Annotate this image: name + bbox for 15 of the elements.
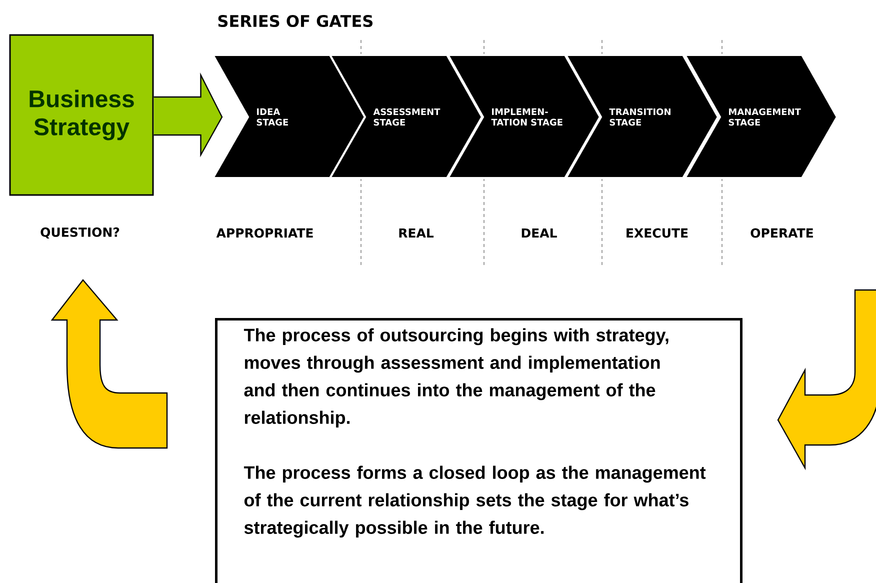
stage-label: REAL bbox=[399, 228, 434, 238]
stage-panel: IDEA STAGE bbox=[211, 54, 366, 179]
stage-label: QUESTION? bbox=[40, 227, 120, 239]
stage-label: DEAL bbox=[522, 228, 557, 238]
block-arrow bbox=[153, 72, 223, 158]
title: SERIES OF GATES bbox=[218, 14, 373, 28]
stage-panel: IMPLEMEN- TATION STAGE bbox=[446, 54, 602, 179]
stage-panel: ASSESSMENT STAGE bbox=[328, 54, 484, 179]
stage-label: APPROPRIATE bbox=[216, 228, 313, 238]
stage-label: OPERATE bbox=[750, 228, 813, 238]
text-box: The process of outsourcing begins with strategy, moves through assessment and implementation and then continues into the management of the relationship. The process forms a closed loop as the management of the current relationship sets the stage for what’s strategically possible in the future. bbox=[215, 318, 742, 583]
strategy-box: Business Strategy bbox=[9, 34, 154, 196]
stage-label: EXECUTE bbox=[626, 228, 688, 238]
stage-panel: TRANSITION STAGE bbox=[564, 54, 720, 179]
stage-panel: MANAGEMENT STAGE bbox=[683, 54, 838, 179]
